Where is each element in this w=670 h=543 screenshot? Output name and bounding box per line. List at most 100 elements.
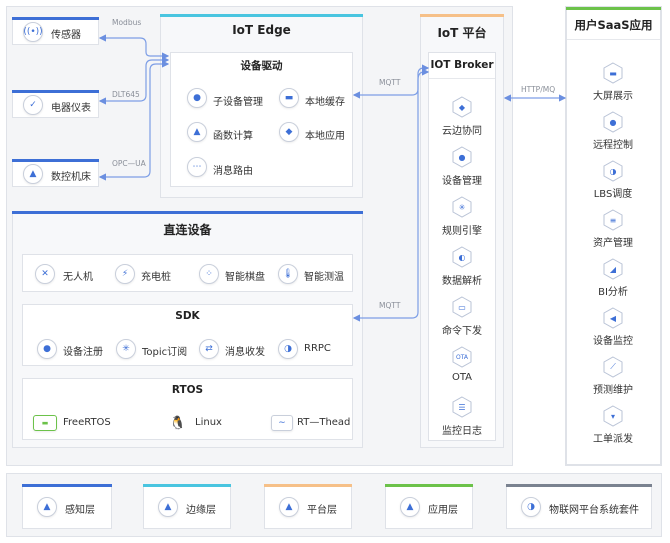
bi-icon: ◢	[602, 258, 624, 280]
local-cache-label[interactable]: 本地缓存	[305, 97, 345, 108]
platform-item-label[interactable]: 监控日志	[442, 426, 482, 437]
ota-icon: OTA	[451, 346, 473, 368]
sub-device-icon: ●	[187, 88, 207, 108]
local-cache-icon: ▬	[279, 88, 299, 108]
thermometer-label[interactable]: 智能测温	[304, 272, 344, 283]
saas-item-label[interactable]: 设备监控	[593, 336, 633, 347]
cnc-icon: ▲	[23, 164, 43, 184]
iot-edge-title: IoT Edge	[232, 23, 291, 37]
sensor-card[interactable]: ((•)) 传感器	[12, 17, 99, 45]
direct-device-row: ✕ 无人机 ⚡ 充电桩 ⁘ 智能棋盘 🌡 智能测温	[22, 254, 353, 292]
freertos-label[interactable]: FreeRTOS	[63, 417, 111, 428]
sdk-box: SDK ● 设备注册 ✳ Topic订阅 ⇄ 消息收发 ◑ RRPC	[22, 304, 353, 366]
rule-engine-icon: ✳	[451, 196, 473, 218]
platform-item-label[interactable]: 云边协同	[442, 126, 482, 137]
legend-label: 平台层	[307, 505, 337, 516]
saas-title: 用户SaaS应用	[574, 18, 653, 32]
mqtt-label-top: MQTT	[379, 78, 401, 87]
asset-icon: ≡	[602, 209, 624, 231]
chessboard-label[interactable]: 智能棋盘	[225, 272, 265, 283]
direct-devices-title: 直连设备	[163, 223, 212, 237]
rtos-title: RTOS	[171, 384, 204, 396]
layer-icon: ▲	[400, 497, 420, 517]
saas-item-label[interactable]: 预测维护	[593, 385, 633, 396]
legend-platform[interactable]: ▲ 平台层	[264, 484, 352, 529]
message-route-label[interactable]: 消息路由	[213, 166, 253, 177]
meter-card[interactable]: ✓ 电器仪表	[12, 90, 99, 118]
monitor-log-icon: ☰	[451, 396, 473, 418]
sensor-label: 传感器	[51, 30, 81, 41]
iot-platform-title: IoT 平台	[437, 26, 487, 40]
topic-label[interactable]: Topic订阅	[142, 347, 188, 358]
saas-item-label[interactable]: 远程控制	[593, 140, 633, 151]
device-register-icon: ●	[37, 339, 57, 359]
cloud-edge-icon: ◆	[451, 96, 473, 118]
charger-label[interactable]: 充电桩	[141, 272, 171, 283]
data-parse-icon: ◐	[451, 246, 473, 268]
legend-application[interactable]: ▲ 应用层	[385, 484, 473, 529]
linux-icon: 🐧	[169, 416, 187, 431]
function-compute-label[interactable]: 函数计算	[213, 131, 253, 142]
cnc-label: 数控机床	[51, 172, 91, 183]
legend-label: 边缘层	[186, 505, 216, 516]
predict-icon: ⟋	[602, 356, 624, 378]
layer-icon: ▲	[158, 497, 178, 517]
remote-control-icon: ●	[602, 111, 624, 133]
sub-device-label[interactable]: 子设备管理	[213, 97, 263, 108]
legend-label: 应用层	[428, 505, 458, 516]
saas-item-label[interactable]: 大屏展示	[593, 91, 633, 102]
device-register-label[interactable]: 设备注册	[63, 347, 103, 358]
meter-label: 电器仪表	[51, 103, 91, 114]
legend-edge[interactable]: ▲ 边缘层	[143, 484, 231, 529]
legend-label: 物联网平台系统套件	[549, 505, 639, 516]
charger-icon: ⚡	[115, 264, 135, 284]
platform-item-label[interactable]: 设备管理	[442, 176, 482, 187]
linux-label[interactable]: Linux	[195, 417, 222, 428]
iot-broker-title: IOT Broker	[430, 59, 494, 71]
legend-suite[interactable]: ◑ 物联网平台系统套件	[506, 484, 652, 529]
device-monitor-icon: ◀	[602, 307, 624, 329]
layer-icon: ▲	[279, 497, 299, 517]
local-app-label[interactable]: 本地应用	[305, 131, 345, 142]
saas-box: 用户SaaS应用	[566, 7, 661, 465]
device-driver-box: 设备驱动 ● 子设备管理 ▬ 本地缓存 ▲ 函数计算 ◆ 本地应用 ⋯ 消息路由	[170, 52, 353, 187]
saas-item-label[interactable]: 工单派发	[593, 434, 633, 445]
cnc-card[interactable]: ▲ 数控机床	[12, 159, 99, 187]
function-compute-icon: ▲	[187, 122, 207, 142]
platform-item-label[interactable]: 数据解析	[442, 276, 482, 287]
lbs-icon: ◑	[602, 160, 624, 182]
chessboard-icon: ⁘	[199, 264, 219, 284]
mqtt-label-bottom: MQTT	[379, 301, 401, 310]
device-driver-title: 设备驱动	[240, 60, 283, 72]
meter-icon: ✓	[23, 95, 43, 115]
platform-item-label[interactable]: 命令下发	[442, 326, 482, 337]
layer-icon: ◑	[521, 497, 541, 517]
message-route-icon: ⋯	[187, 157, 207, 177]
rrpc-label[interactable]: RRPC	[304, 343, 331, 354]
rtos-box: RTOS ▬ FreeRTOS 🐧 Linux ∼ RT—Thead	[22, 378, 353, 440]
local-app-icon: ◆	[279, 122, 299, 142]
layer-icon: ▲	[37, 497, 57, 517]
saas-item-label[interactable]: 资产管理	[593, 238, 633, 249]
drone-label[interactable]: 无人机	[63, 272, 93, 283]
device-manage-icon: ●	[451, 146, 473, 168]
command-icon: ▭	[451, 296, 473, 318]
topic-icon: ✳	[116, 339, 136, 359]
rrpc-icon: ◑	[278, 339, 298, 359]
message-icon: ⇄	[199, 339, 219, 359]
protocol-dlt645: DLT645	[112, 90, 140, 99]
saas-item-label[interactable]: BI分析	[598, 287, 628, 298]
thermometer-icon: 🌡	[278, 264, 298, 284]
legend-perception[interactable]: ▲ 感知层	[22, 484, 112, 529]
sdk-title: SDK	[175, 310, 200, 322]
legend-label: 感知层	[65, 505, 95, 516]
rt-thread-label[interactable]: RT—Thead	[297, 417, 351, 428]
dashboard-icon: ▬	[602, 62, 624, 84]
platform-item-label[interactable]: 规则引擎	[442, 226, 482, 237]
platform-item-label[interactable]: OTA	[451, 372, 473, 383]
message-label[interactable]: 消息收发	[225, 347, 265, 358]
saas-item-label[interactable]: LBS调度	[593, 189, 633, 200]
http-mq-label: HTTP/MQ	[521, 85, 556, 94]
protocol-opcua: OPC—UA	[112, 159, 146, 168]
rt-thread-icon: ∼	[271, 415, 293, 431]
